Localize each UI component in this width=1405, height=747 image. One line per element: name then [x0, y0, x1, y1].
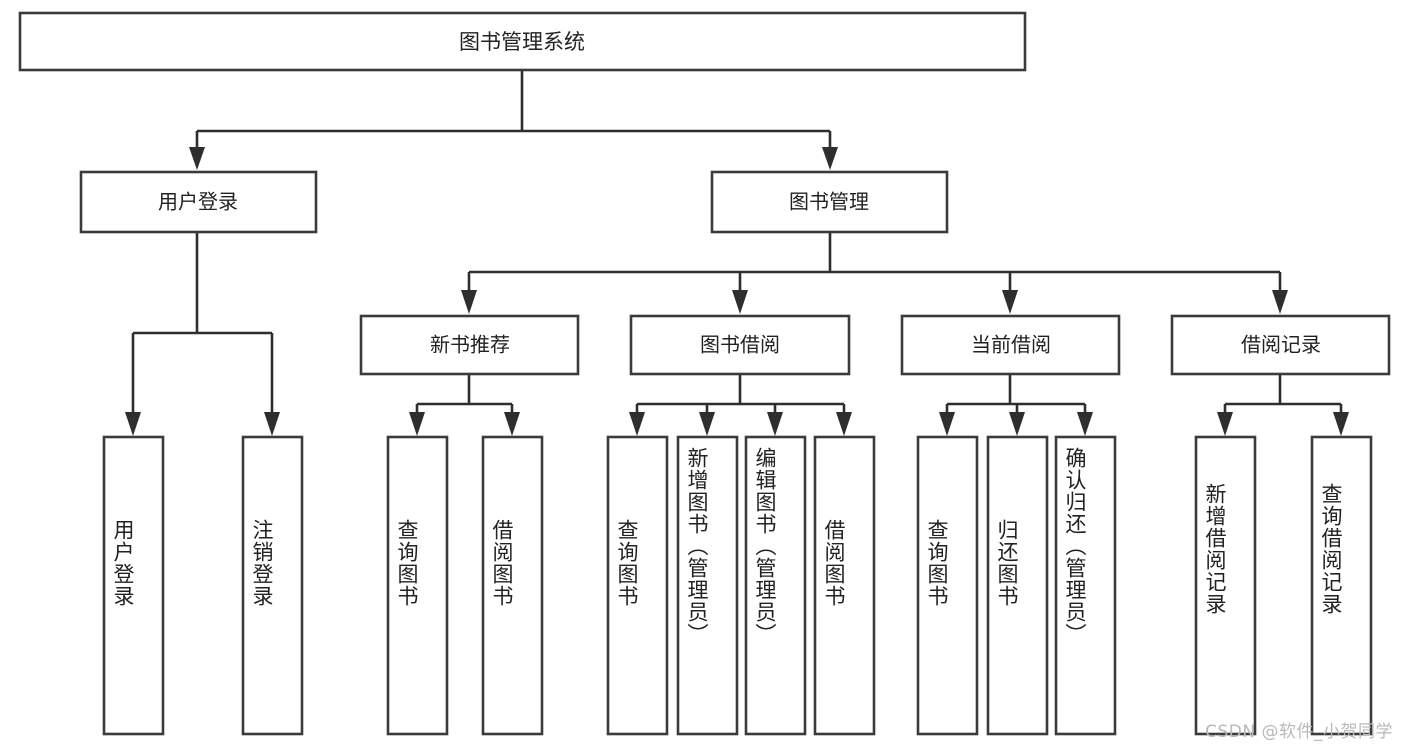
node-borrow-record-label: 借阅记录: [1241, 333, 1321, 357]
node-leaf-query-book-1-box[interactable]: [386, 435, 449, 736]
arrowhead-user-login: [189, 147, 205, 170]
node-borrow-record[interactable]: 借阅记录: [1170, 314, 1391, 376]
arrowhead-leaf-add-book: [699, 412, 715, 436]
node-new-book-rec[interactable]: 新书推荐: [359, 314, 580, 376]
arrowhead-leaf-edit-book: [767, 412, 783, 436]
arrowhead-book-manage: [822, 147, 838, 170]
arrowhead-leaf-borrow-book-2: [836, 412, 852, 436]
node-book-manage[interactable]: 图书管理: [710, 170, 949, 234]
arrowhead-leaf-query-record: [1333, 412, 1349, 436]
node-leaf-query-book-2-box[interactable]: [606, 435, 669, 736]
arrowhead-leaf-query-book-3: [939, 412, 955, 436]
node-leaf-query-book-3-box[interactable]: [916, 435, 979, 736]
node-book-manage-box[interactable]: [710, 170, 949, 234]
node-root-label: 图书管理系统: [459, 30, 585, 54]
node-leaf-borrow-book-2-box[interactable]: [813, 435, 876, 736]
node-borrow-record-box[interactable]: [1170, 314, 1391, 376]
node-book-manage-label: 图书管理: [789, 190, 869, 214]
node-current-borrow[interactable]: 当前借阅: [900, 314, 1121, 376]
arrowhead-borrow-record: [1272, 290, 1288, 314]
node-user-login-label: 用户登录: [158, 190, 238, 214]
node-leaf-logout-box[interactable]: [241, 435, 304, 736]
node-book-borrow-label: 图书借阅: [700, 333, 780, 357]
node-root-box[interactable]: [18, 11, 1027, 72]
arrowhead-book-borrow: [732, 290, 748, 314]
node-leaf-borrow-book-1-box[interactable]: [481, 435, 544, 736]
arrowhead-leaf-query-book-2: [629, 412, 645, 436]
node-user-login-box[interactable]: [79, 170, 318, 234]
arrowhead-leaf-return-book: [1009, 412, 1025, 436]
node-leaf-return-book-box[interactable]: [986, 435, 1049, 736]
node-book-borrow[interactable]: 图书借阅: [629, 314, 851, 376]
node-root[interactable]: 图书管理系统: [18, 11, 1027, 72]
node-leaf-add-book-box[interactable]: [676, 435, 739, 736]
arrowhead-current-borrow: [1002, 290, 1018, 314]
node-leaf-edit-book-box[interactable]: [744, 435, 807, 736]
node-user-login[interactable]: 用户登录: [79, 170, 318, 234]
node-current-borrow-box[interactable]: [900, 314, 1121, 376]
arrowhead-leaf-add-record: [1217, 412, 1233, 436]
node-leaf-query-record-box[interactable]: [1310, 435, 1373, 736]
arrowhead-leaf-query-book-1: [409, 412, 425, 436]
node-new-book-rec-box[interactable]: [359, 314, 580, 376]
arrowhead-leaf-logout: [264, 412, 280, 436]
node-new-book-rec-label: 新书推荐: [430, 333, 510, 357]
node-leaf-confirm-return-box[interactable]: [1054, 435, 1117, 736]
node-current-borrow-label: 当前借阅: [971, 333, 1051, 357]
node-book-borrow-box[interactable]: [629, 314, 851, 376]
leaf-boxes: [102, 435, 1373, 736]
arrowhead-leaf-confirm-return: [1077, 412, 1093, 436]
arrowhead-leaf-user-login: [125, 412, 141, 436]
csdn-watermark: CSDN @软件_小贺同学: [1205, 722, 1393, 742]
node-leaf-add-record-box[interactable]: [1194, 435, 1257, 736]
arrowhead-leaf-borrow-book-1: [504, 412, 520, 436]
arrowhead-new-book-rec: [461, 290, 477, 314]
node-leaf-user-login-box[interactable]: [102, 435, 165, 736]
connector-group: [125, 70, 1349, 436]
